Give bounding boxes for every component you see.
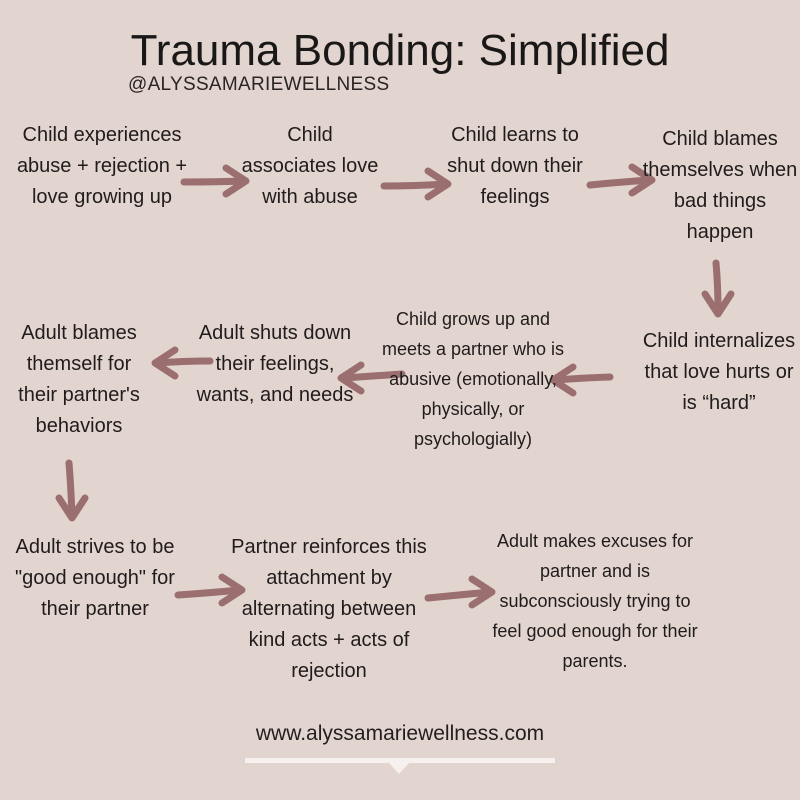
arrow-6-to-7 (337, 361, 406, 395)
arrow-1-to-2 (180, 164, 250, 198)
page-title: Trauma Bonding: Simplified (130, 26, 670, 75)
arrow-2-to-3 (380, 167, 452, 201)
step-child-experiences-abuse: Child experiences abuse + rejection + lo… (16, 124, 188, 208)
arrow-9-to-10 (174, 573, 246, 607)
step-child-associates-love: Child associates love with abuse (241, 124, 379, 208)
step-partner-reinforces: Partner reinforces this attachment by al… (231, 536, 427, 682)
step-child-blames-self: Child blames themselves when bad things … (642, 128, 798, 243)
step-grows-up-abusive-partner: Child grows up and meets a partner who i… (381, 309, 565, 449)
step-adult-makes-excuses: Adult makes excuses for partner and is s… (492, 531, 698, 671)
step-adult-blames-self: Adult blames themself for their partner'… (18, 322, 140, 437)
footer-pointer-icon (388, 762, 410, 774)
arrow-10-to-11 (424, 575, 496, 609)
arrow-5-to-6 (549, 363, 614, 397)
step-adult-strives: Adult strives to be "good enough" for th… (15, 536, 175, 620)
website-url: www.alyssamariewellness.com (255, 722, 545, 745)
arrow-7-to-8 (151, 346, 214, 380)
step-child-internalizes: Child internalizes that love hurts or is… (642, 330, 796, 414)
step-adult-shuts-down: Adult shuts down their feelings, wants, … (196, 322, 354, 406)
author-handle: @ALYSSAMARIEWELLNESS (128, 74, 390, 95)
arrow-3-to-4 (586, 163, 656, 197)
step-child-shuts-down: Child learns to shut down their feelings (447, 124, 583, 208)
footer-divider (245, 758, 555, 763)
arrow-8-to-9 (55, 459, 89, 522)
arrow-4-to-5 (701, 259, 735, 318)
